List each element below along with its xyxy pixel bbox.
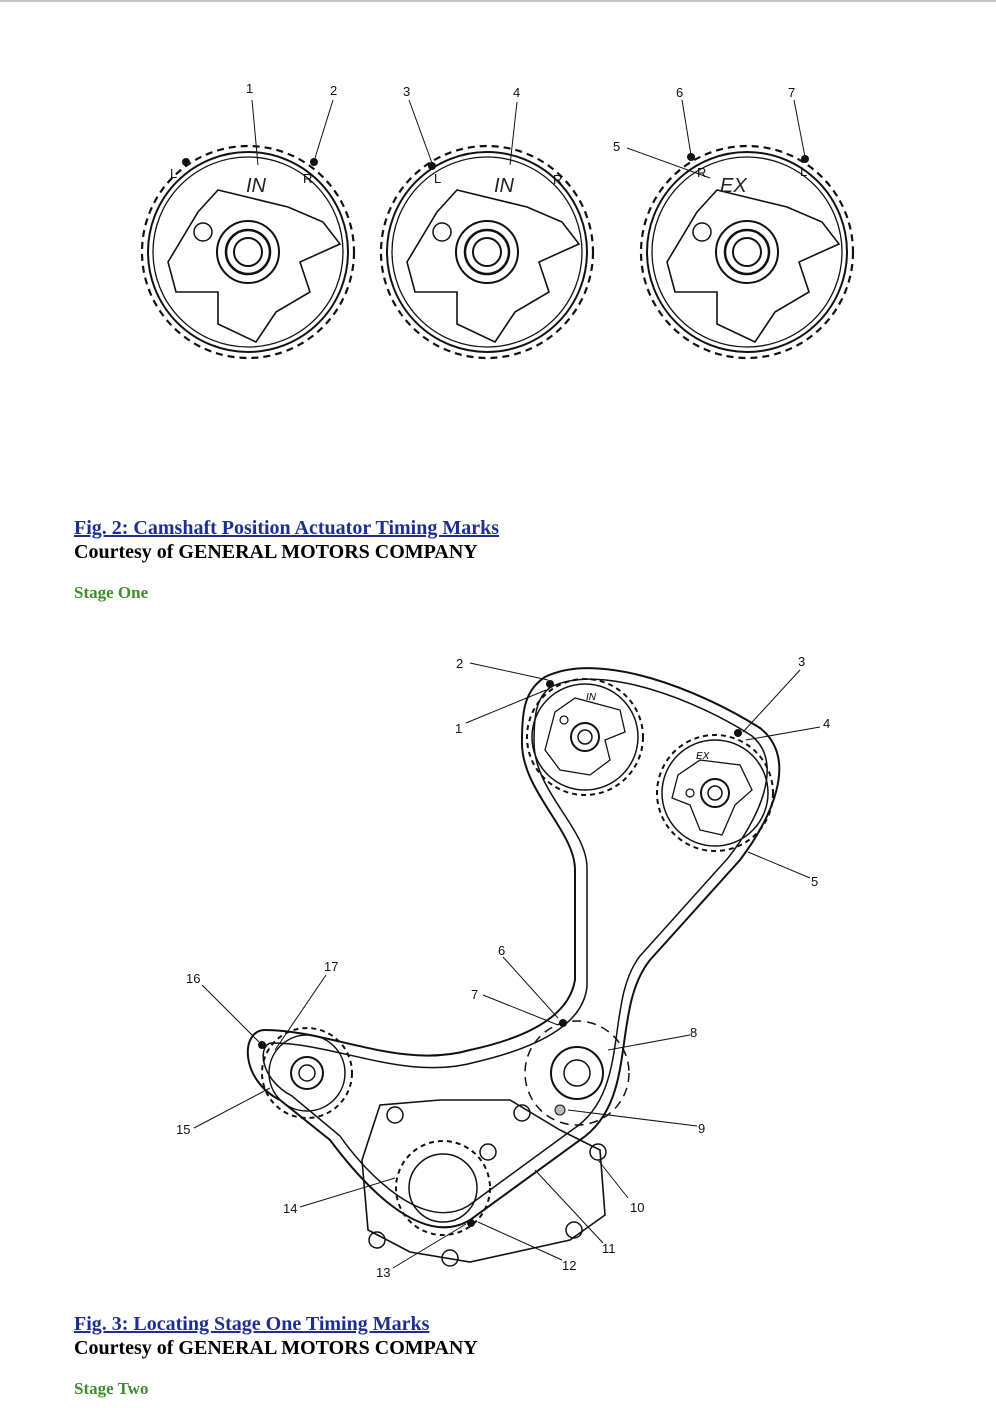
gear-mark-l-1: L (170, 166, 177, 181)
gear-mark-r-2: R (553, 172, 562, 187)
callout-3-11: 11 (602, 1241, 616, 1256)
timing-dot-1 (182, 158, 190, 166)
timing-dot-6 (687, 153, 695, 161)
figure-3-title[interactable]: Fig. 3: Locating Stage One Timing Marks (74, 1313, 430, 1335)
figure-2-title[interactable]: Fig. 2: Camshaft Position Actuator Timin… (74, 517, 500, 539)
figure-2-camshaft-actuator-diagram: IN L R IN L R EX R L 1 2 3 4 5 6 7 (140, 81, 855, 360)
timing-dot-3 (428, 162, 436, 170)
sprocket-label-ex: EX (696, 751, 710, 762)
callout-6: 6 (676, 85, 683, 100)
gear-mark-l-3: L (800, 164, 807, 179)
figure-3-credit: Courtesy of GENERAL MOTORS COMPANY (74, 1337, 478, 1359)
callout-3: 3 (403, 84, 410, 99)
timing-dot-7 (801, 155, 809, 163)
callout-3-10: 10 (630, 1200, 644, 1215)
gear-label-ex: EX (720, 175, 747, 197)
crank-sprocket (524, 1020, 630, 1126)
balance-shaft-sprocket (261, 1027, 353, 1119)
callout-3-1: 1 (455, 721, 462, 736)
sprocket-label-in: IN (586, 692, 597, 703)
callout-3-17: 17 (324, 959, 338, 974)
exhaust-sprocket: EX (656, 734, 774, 852)
gear-label-in-1: IN (246, 175, 267, 197)
callout-3-15: 15 (176, 1122, 190, 1137)
callout-1: 1 (246, 81, 253, 96)
oil-pump-housing (361, 1099, 607, 1267)
exhaust-sprocket-right: EX R L (639, 144, 855, 360)
callout-3-2: 2 (456, 656, 463, 671)
callout-3-4: 4 (823, 716, 830, 731)
callout-2: 2 (330, 83, 337, 98)
gear-mark-l-2: L (434, 171, 441, 186)
stage-two-heading: Stage Two (74, 1379, 149, 1398)
stage-one-heading: Stage One (74, 583, 149, 602)
callout-3-6: 6 (498, 943, 505, 958)
intake-sprocket-center: IN L R (379, 144, 595, 360)
page-top-border (0, 0, 996, 2)
intake-sprocket-left: IN L R (140, 144, 356, 360)
callout-4: 4 (513, 85, 520, 100)
gear-mark-r-1: R (303, 171, 312, 186)
figure-2-credit: Courtesy of GENERAL MOTORS COMPANY (74, 541, 478, 563)
callout-3-8: 8 (690, 1025, 697, 1040)
callout-3-3: 3 (798, 654, 805, 669)
callout-3-5: 5 (811, 874, 818, 889)
callout-3-13: 13 (376, 1265, 390, 1280)
callout-3-16: 16 (186, 971, 200, 986)
callout-3-14: 14 (283, 1201, 297, 1216)
figure-3-stage-one-timing-diagram: IN EX (176, 654, 830, 1280)
gear-mark-r-3: R (697, 165, 706, 180)
gear-label-in-2: IN (494, 175, 515, 197)
timing-dot-2 (310, 158, 318, 166)
callout-3-12: 12 (562, 1258, 576, 1273)
callout-3-7: 7 (471, 987, 478, 1002)
intake-sprocket: IN (526, 678, 644, 796)
callout-5: 5 (613, 139, 620, 154)
callout-3-9: 9 (698, 1121, 705, 1136)
callout-7: 7 (788, 85, 795, 100)
